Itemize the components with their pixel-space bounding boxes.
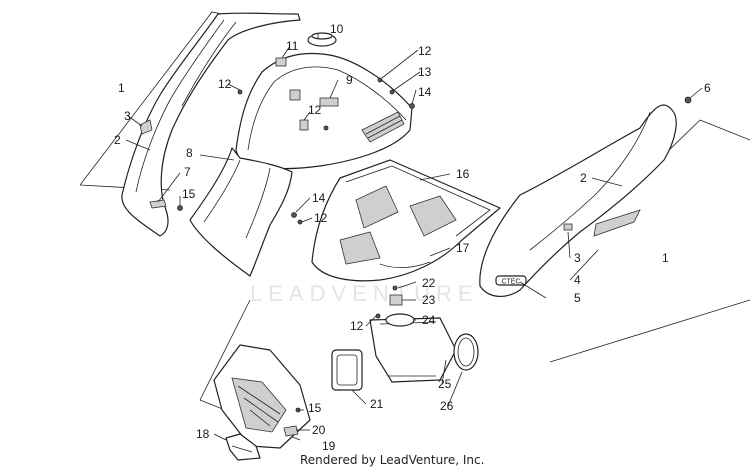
- callout: 25: [438, 377, 452, 391]
- gasket-24: [385, 313, 415, 327]
- right-badge-3: [563, 223, 573, 231]
- bracket-edge: [231, 445, 253, 453]
- callout: 7: [184, 165, 191, 179]
- callout: 4: [574, 273, 581, 287]
- callout: 14: [418, 85, 432, 99]
- seal-inner: [336, 354, 358, 386]
- panel-edge: [529, 111, 651, 251]
- tray-outline: [311, 159, 501, 282]
- callout: 23: [422, 293, 436, 307]
- callout: 20: [312, 423, 326, 437]
- callout: 18: [196, 427, 210, 441]
- callout-labels: 1 2 3 7 15 8 10 11 12 9 12 12 13 14 14 1…: [114, 22, 711, 453]
- callout: 2: [114, 133, 121, 147]
- leader-lines: [125, 34, 703, 441]
- clip-6: [684, 96, 692, 104]
- clip-9: [319, 97, 339, 107]
- upper-hood: [235, 32, 415, 170]
- callout: 1: [662, 251, 669, 265]
- clip-14: [409, 103, 415, 109]
- callout: 17: [456, 241, 470, 255]
- callout: 2: [580, 171, 587, 185]
- right-side-panel-outline: [479, 104, 677, 297]
- clip: [289, 89, 301, 101]
- dash-cowl: [235, 52, 413, 170]
- nose-outline: [189, 147, 293, 277]
- rivet-12: [375, 313, 381, 319]
- callout: 22: [422, 276, 436, 290]
- callout: 3: [124, 109, 131, 123]
- rivet-15: [177, 205, 183, 211]
- left-badge-3: [139, 119, 153, 135]
- clip-14: [291, 212, 297, 218]
- rivet-22: [392, 285, 398, 291]
- callout: 5: [574, 291, 581, 305]
- callout: 19: [322, 439, 336, 453]
- callout: 12: [418, 44, 432, 58]
- vent-slats: [365, 115, 403, 139]
- callout: 14: [312, 191, 326, 205]
- render-credit: Rendered by LeadVenture, Inc.: [300, 453, 484, 467]
- tray-compartment: [355, 185, 399, 229]
- storage-tray: [311, 159, 501, 282]
- tray-compartment: [339, 231, 381, 265]
- nose-edge: [203, 159, 271, 239]
- panel-edge: [181, 21, 237, 107]
- rivet-13: [389, 89, 395, 95]
- watermark-text: LEADVENTURE: [250, 281, 479, 306]
- right-decal-4: [593, 209, 641, 237]
- rivet-12: [323, 125, 329, 131]
- callout: 16: [456, 167, 470, 181]
- callout: 10: [330, 22, 344, 36]
- callout: 9: [346, 73, 353, 87]
- callout: 21: [370, 397, 384, 411]
- clip-11: [275, 57, 287, 67]
- grille-ribs: [237, 385, 281, 427]
- cowl-edge: [247, 66, 407, 151]
- callout: 1: [118, 81, 125, 95]
- lower-grille: [199, 299, 311, 461]
- tray-edge: [379, 261, 431, 268]
- clip: [299, 119, 309, 131]
- front-nose-panel: [189, 147, 303, 277]
- rivet-12: [377, 77, 383, 83]
- logo-badge: [495, 275, 527, 286]
- duct-body-25: [369, 317, 457, 383]
- clamp-inner: [457, 337, 475, 367]
- bracket-18: [225, 433, 261, 461]
- bracket-line: [79, 11, 223, 186]
- callout: 3: [574, 251, 581, 265]
- callout: 15: [182, 187, 196, 201]
- callout: 24: [422, 313, 436, 327]
- seal-21: [331, 349, 363, 391]
- callout: 26: [440, 399, 454, 413]
- logo-text: CTEC: [501, 279, 520, 286]
- callout: 15: [308, 401, 322, 415]
- tray-compartment: [409, 195, 457, 237]
- clip-20: [283, 425, 299, 437]
- callout: 11: [286, 39, 299, 53]
- panel-edge: [135, 19, 225, 193]
- callout: 6: [704, 81, 711, 95]
- callout: 12: [314, 211, 328, 225]
- bracket-23: [389, 294, 403, 306]
- callout: 12: [218, 77, 232, 91]
- intake-duct: [331, 285, 479, 391]
- rivet-12: [237, 89, 243, 95]
- callout: 8: [186, 146, 193, 160]
- left-side-panel: [79, 11, 301, 237]
- tray-rim: [345, 165, 491, 237]
- callout: 12: [308, 103, 322, 117]
- gauge-cap-top: [311, 32, 333, 40]
- rivet-12: [297, 219, 303, 225]
- callout: 12: [350, 319, 364, 333]
- callout: 13: [418, 65, 432, 79]
- right-side-panel: CTEC: [479, 96, 750, 363]
